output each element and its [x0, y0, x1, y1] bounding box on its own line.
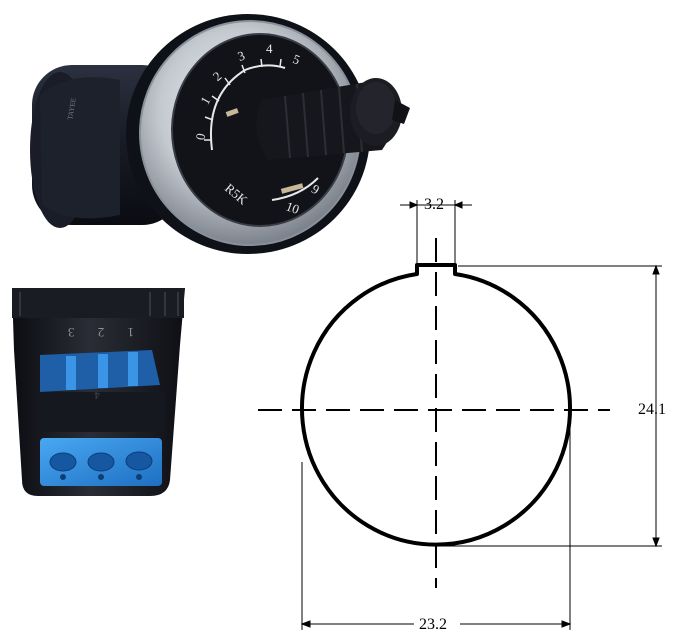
terminal-markings: 1 2 3: [58, 325, 134, 340]
terminal-holes: [49, 451, 153, 480]
terminal-photo: 1 2 3 4: [12, 288, 185, 496]
potentiometer-photo: TAYEE 0 1 2 3 4 5 9 10 R5K: [30, 14, 410, 254]
height-dimension: [440, 264, 662, 548]
side-label-text: TAYEE: [66, 98, 78, 121]
dial-number-10: 10: [284, 198, 301, 217]
svg-text:4: 4: [94, 389, 100, 401]
pointer-mark-right: [280, 183, 304, 194]
terminal-hole-3: [125, 451, 153, 471]
terminal-hole-2: [87, 452, 115, 472]
pointer-mark-left: [225, 108, 239, 117]
dial-number-5: 5: [291, 51, 302, 67]
dim-width-label: 23.2: [419, 616, 447, 633]
terminal-hole-1: [49, 452, 77, 472]
shaft-profile-outline: [300, 263, 572, 547]
knurled-shaft: [256, 78, 410, 160]
scale-arc: [210, 64, 286, 151]
key-width-dimension: [400, 200, 472, 263]
scale-ticks: [204, 58, 282, 141]
dial-number-0: 0: [192, 132, 208, 141]
dial-number-3: 3: [236, 48, 247, 64]
scale-arc-lower: [271, 177, 319, 201]
dial-number-4: 4: [266, 41, 273, 56]
shaft-profile-drawing: 3.2 24.1 23.2: [258, 196, 666, 633]
dim-key-width-label: 3.2: [424, 196, 444, 213]
dim-height-label: 24.1: [638, 401, 666, 418]
